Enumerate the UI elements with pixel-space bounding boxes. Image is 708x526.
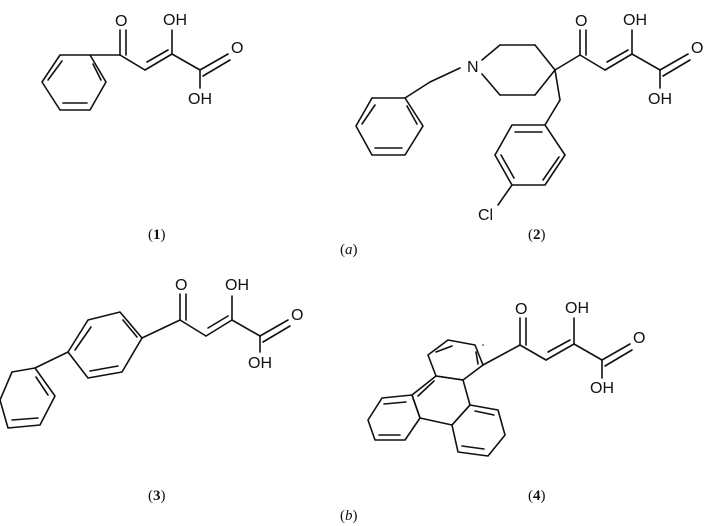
compound-4-acid-oxygen: O [633, 330, 645, 347]
compound-1-bonds [41, 29, 231, 111]
compound-3-bonds [0, 293, 291, 429]
compound-1-acid-hydroxyl: OH [188, 91, 212, 108]
compound-2: N O OH O OH Cl [355, 12, 703, 224]
compound-1-enol-hydroxyl: OH [163, 12, 187, 29]
compound-2-piperidine-nitrogen: N [467, 59, 479, 76]
compound-3-acid-oxygen: O [291, 307, 303, 324]
panel-label-b: (b) [340, 508, 358, 524]
compound-2-acid-oxygen: O [691, 40, 703, 57]
compound-4-acid-hydroxyl: OH [590, 380, 614, 397]
compound-4-bonds [367, 317, 633, 457]
compound-4-caption: (4) [528, 488, 546, 504]
compound-1-ketone-oxygen: O [115, 13, 127, 30]
compound-4-ketone-oxygen: O [515, 301, 527, 318]
compound-1: O OH O OH [41, 12, 243, 111]
compound-2-chlorine: Cl [478, 207, 493, 224]
compound-2-enol-hydroxyl: OH [623, 12, 647, 29]
compound-2-ketone-oxygen: O [575, 13, 587, 30]
compound-3-acid-hydroxyl: OH [248, 355, 272, 372]
compound-1-acid-oxygen: O [231, 40, 243, 57]
panel-label-a: (a) [340, 242, 358, 258]
compound-3: O OH O OH [0, 277, 303, 429]
compound-4-enol-hydroxyl: OH [565, 300, 589, 317]
compound-2-bonds [355, 29, 691, 206]
compound-2-acid-hydroxyl: OH [648, 91, 672, 108]
compound-4: O OH O OH [367, 300, 645, 457]
compound-2-caption: (2) [528, 227, 546, 243]
compound-1-caption: (1) [148, 227, 166, 243]
compound-3-ketone-oxygen: O [175, 277, 187, 294]
compound-3-enol-hydroxyl: OH [225, 277, 249, 294]
compound-3-caption: (3) [148, 488, 166, 504]
